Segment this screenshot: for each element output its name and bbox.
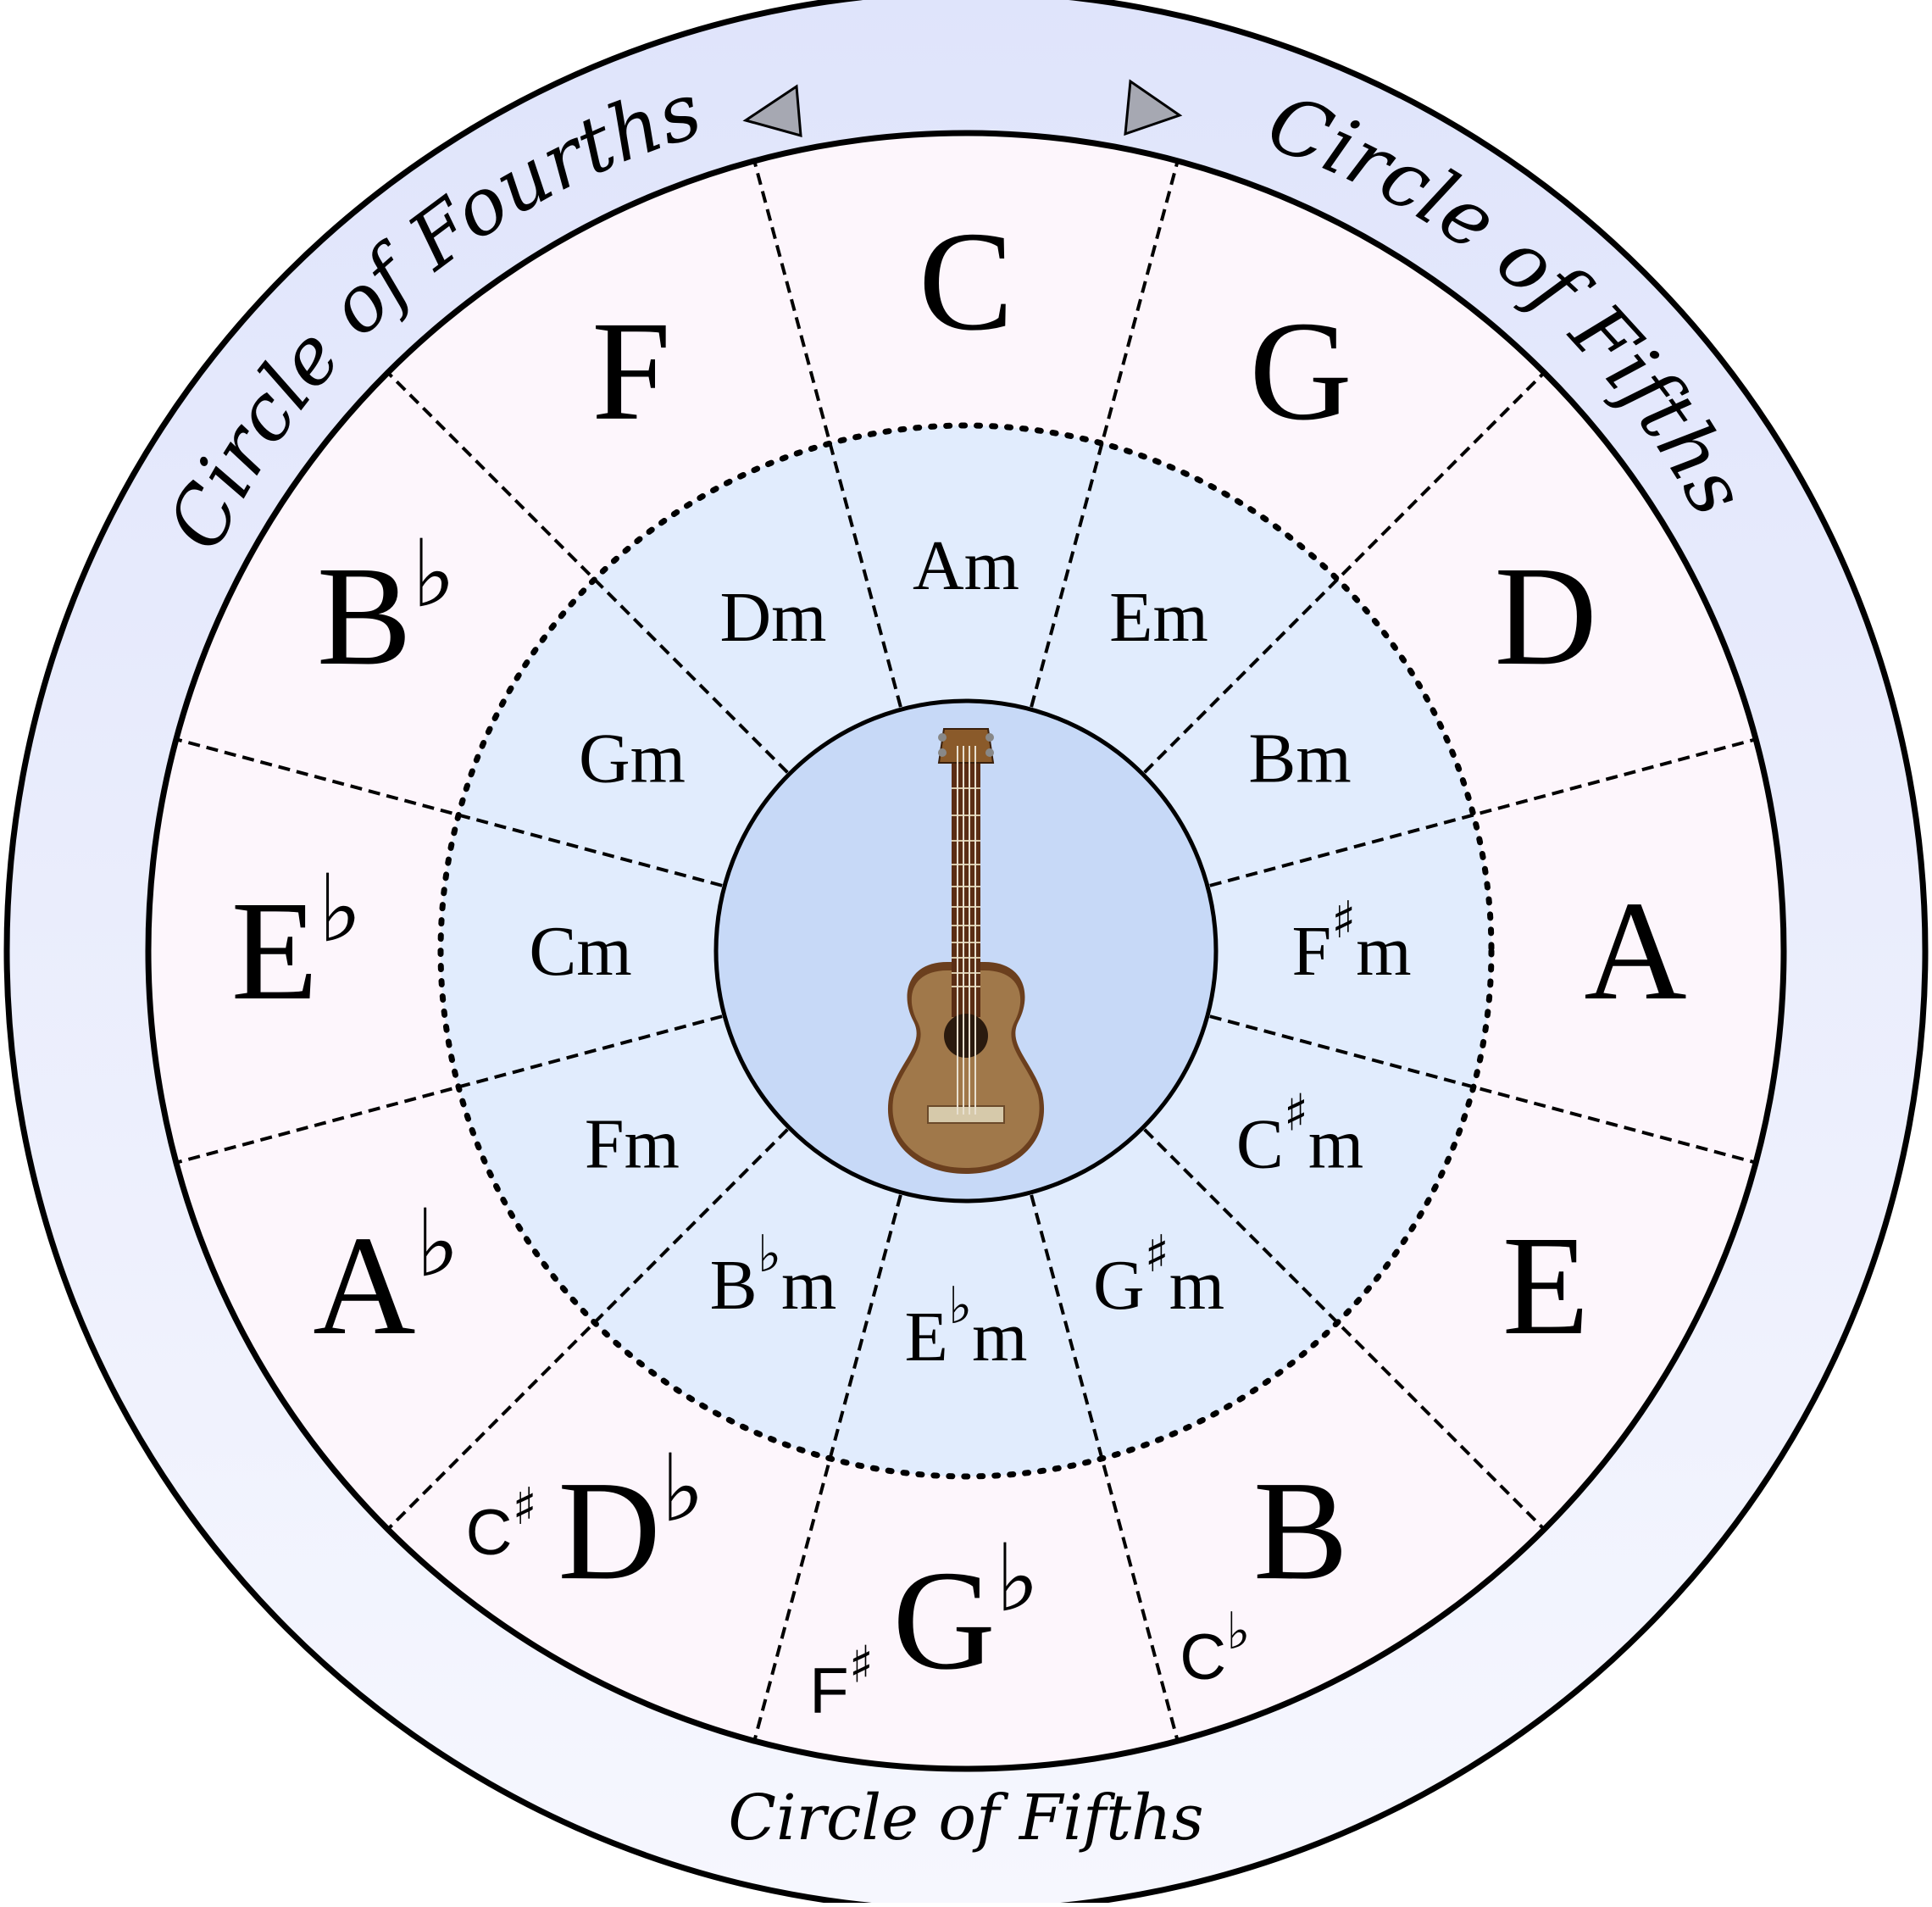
minor-key-C-m: Cm [529,912,631,991]
segment-divider [1209,1015,1755,1165]
minor-key-G-sharp-m: G♯m [1093,1225,1224,1325]
minor-key-A-m: Am [913,526,1019,605]
enharmonic-key-C-sharp: C♯ [466,1477,537,1569]
segment-divider [177,1015,723,1165]
segment-divider [1209,737,1755,887]
major-key-A-flat: A♭ [313,1189,459,1365]
minor-key-F-sharp-m: F♯m [1291,891,1411,991]
triangle-left-icon [742,84,802,138]
major-key-G: G [1249,292,1352,450]
triangle-right-icon [1124,79,1183,136]
segment-divider [1143,1128,1545,1530]
minor-key-G-m: Gm [579,719,686,798]
major-key-B-flat: B♭ [317,520,456,695]
segment-divider [752,1194,902,1740]
minor-key-E-m: Em [1109,577,1208,656]
major-key-labels: C GD A EB G♭ D♭ A♭ E♭ B♭ F [231,203,1687,1699]
segment-dividers [177,162,1755,1740]
major-key-B: B [1253,1452,1348,1610]
segment-divider [387,1128,789,1530]
segment-divider [752,162,902,708]
minor-key-C-sharp-m: C♯m [1236,1084,1363,1184]
segment-divider [177,737,723,887]
major-key-E-flat: E♭ [231,854,363,1030]
minor-key-D-m: Dm [719,577,826,656]
segment-divider [1030,162,1180,708]
major-key-A: A [1584,872,1686,1030]
major-key-G-flat: G♭ [892,1524,1039,1699]
minor-key-B-m: Bm [1248,719,1351,798]
bottom-title: Circle of Fifths [728,1782,1203,1854]
major-key-F: F [591,292,670,450]
minor-key-F-m: Fm [585,1104,680,1183]
enharmonic-key-C-flat: C♭ [1180,1602,1250,1693]
segment-divider [387,372,789,774]
major-key-E: E [1502,1207,1590,1365]
minor-key-B-flat-m: B♭m [710,1225,837,1325]
segment-divider [1143,372,1545,774]
enharmonic-key-F-sharp: F♯ [809,1635,873,1726]
major-key-D-flat: D♭ [558,1434,704,1610]
minor-key-E-flat-m: E♭m [905,1276,1028,1376]
major-key-D: D [1494,537,1596,695]
enharmonic-key-labels: C♭ F♯ C♯ [466,1477,1251,1726]
ukulele-icon [887,728,1045,1174]
major-key-C: C [919,203,1013,360]
segment-divider [1030,1194,1180,1740]
